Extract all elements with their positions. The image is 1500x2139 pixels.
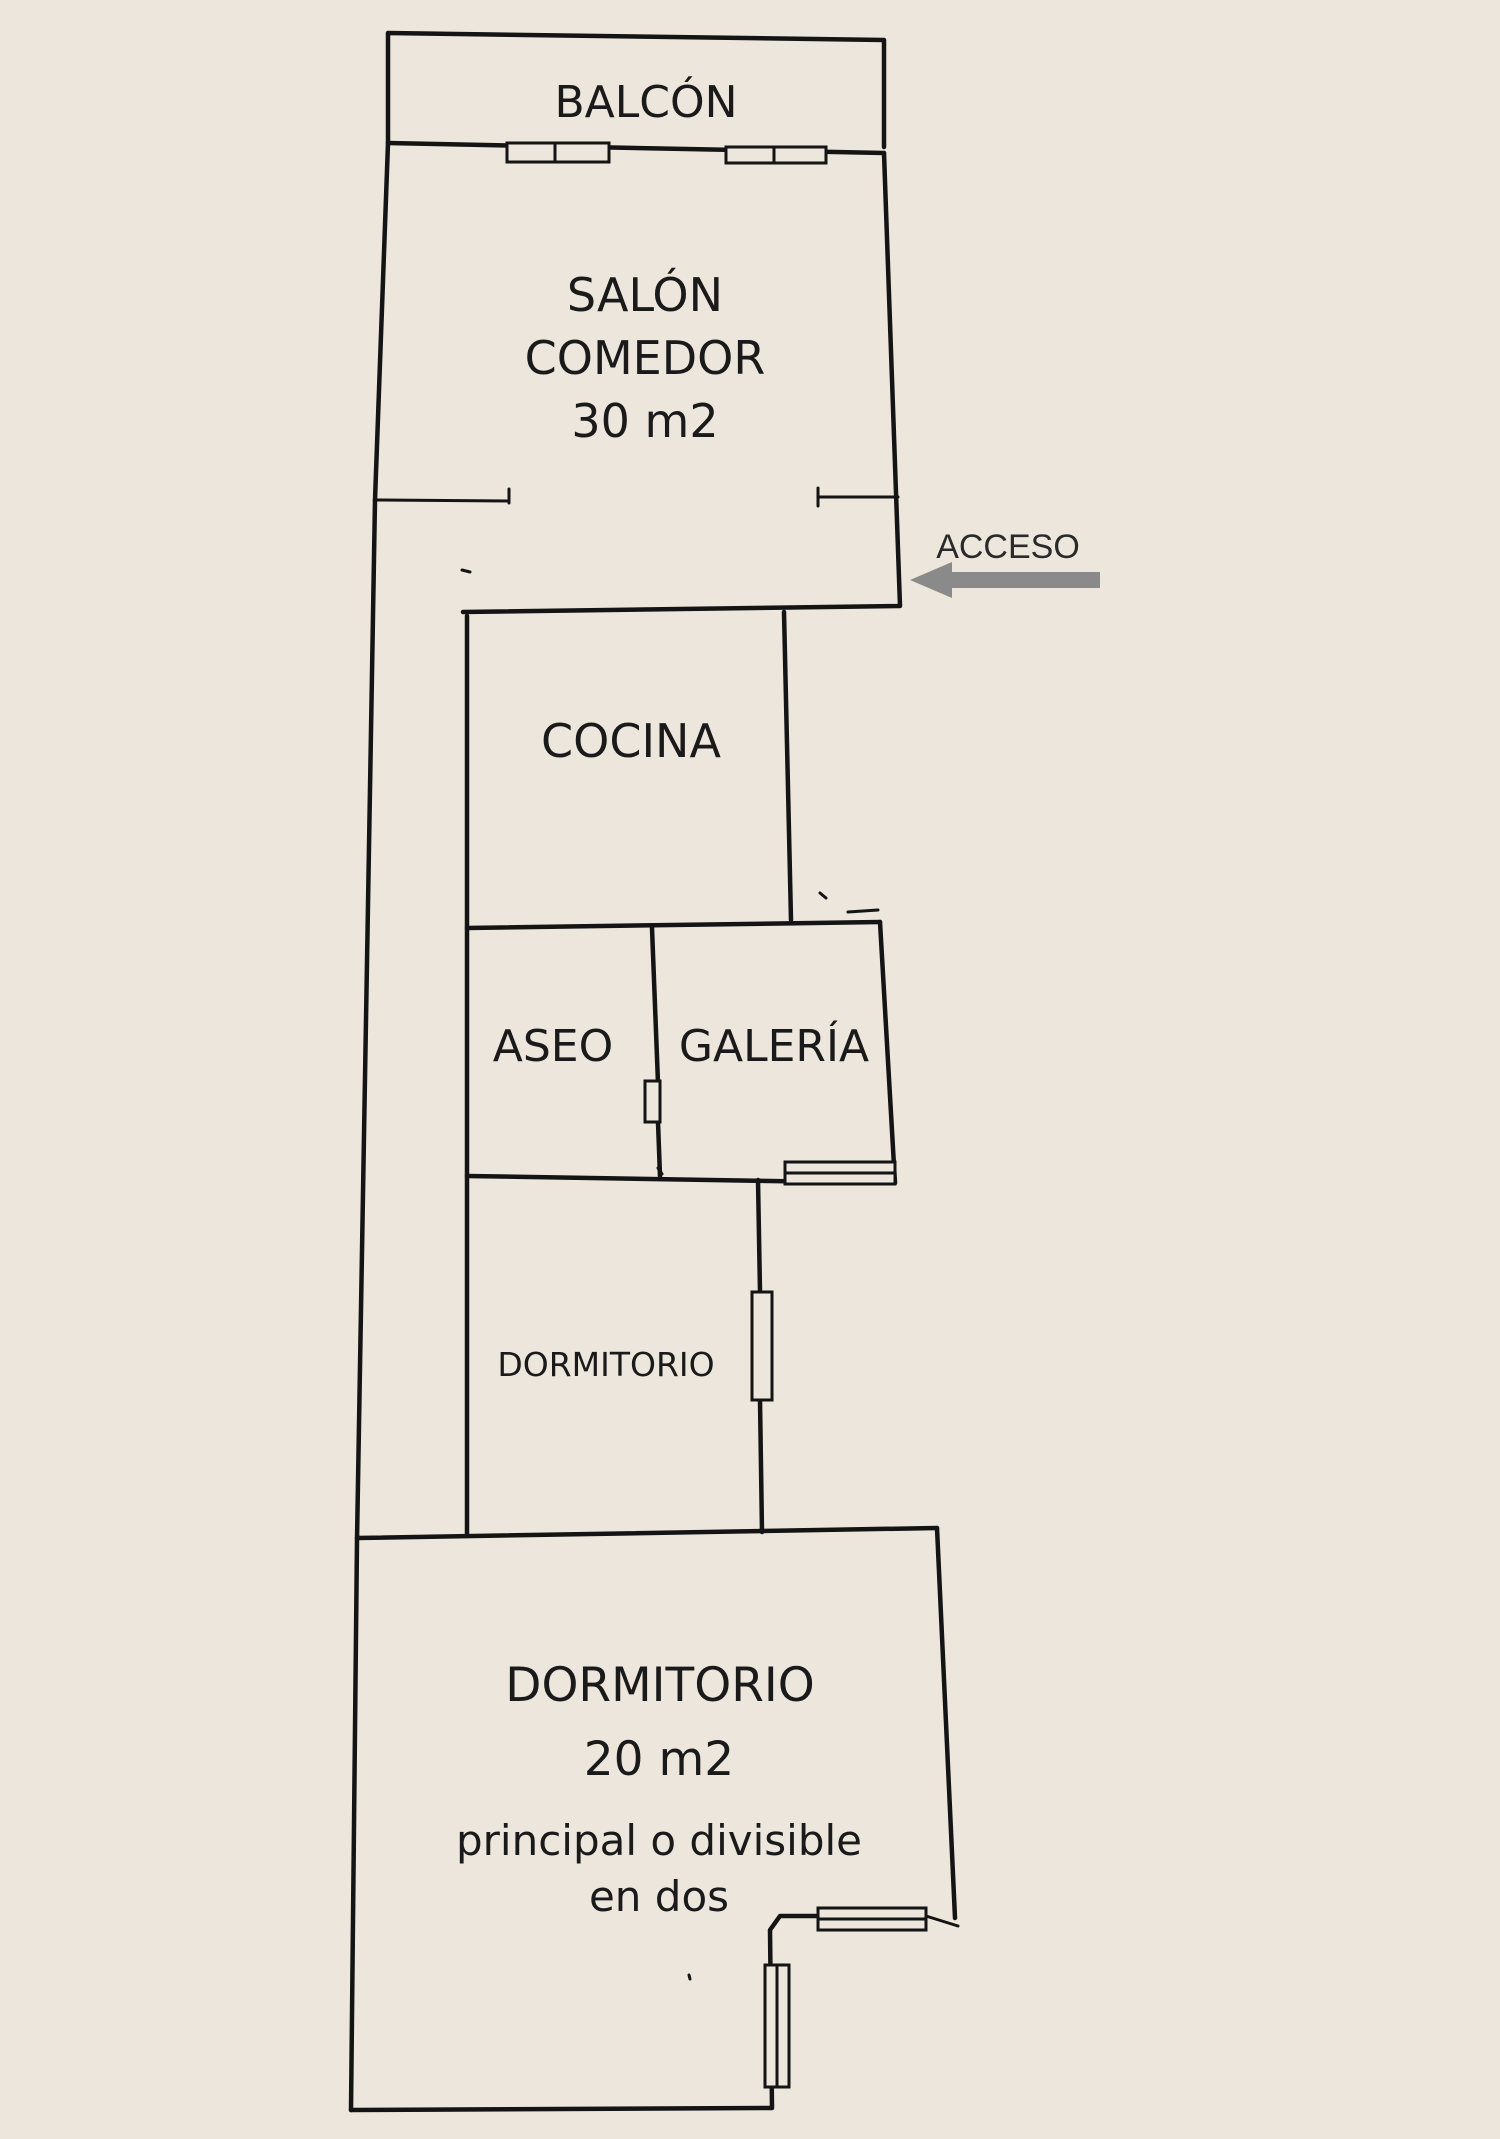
balcony-label: BALCÓN bbox=[554, 75, 737, 128]
room-labels: BALCÓN SALÓN COMEDOR 30 m2 COCINA ASEO G… bbox=[456, 75, 869, 1921]
gallery-window bbox=[783, 1160, 897, 1186]
living-small-mark bbox=[460, 568, 472, 574]
gallery-label: GALERÍA bbox=[679, 1019, 869, 1072]
living-room-area: 30 m2 bbox=[571, 394, 718, 448]
floor-dot-mark bbox=[687, 1973, 692, 1981]
bath-door-tick bbox=[656, 1166, 664, 1176]
living-room-label-line1: SALÓN bbox=[567, 268, 723, 322]
main-bedroom-label: DORMITORIO bbox=[505, 1658, 814, 1713]
main-bedroom-area: 20 m2 bbox=[584, 1732, 734, 1787]
access-marker: ACCESO bbox=[910, 528, 1100, 598]
balcony-door-right bbox=[724, 145, 828, 165]
living-room-walls bbox=[372, 140, 903, 615]
main-bedroom-window-horizontal bbox=[816, 1906, 928, 1932]
small-bedroom-label: DORMITORIO bbox=[497, 1345, 714, 1384]
main-bedroom-window-edge bbox=[924, 1914, 960, 1928]
kitchen-label: COCINA bbox=[541, 714, 721, 768]
living-inner-wall-left bbox=[373, 487, 511, 505]
left-exterior-wall bbox=[348, 497, 378, 2113]
kitchen-bath-separator bbox=[464, 919, 883, 931]
main-bedroom-walls bbox=[348, 1525, 958, 2113]
main-bedroom-window-vertical bbox=[763, 1963, 791, 2089]
kitchen-walls bbox=[464, 609, 794, 1538]
balcony-walls bbox=[385, 30, 887, 150]
living-room-label-line2: COMEDOR bbox=[525, 331, 766, 385]
main-bedroom-note-line1: principal o divisible bbox=[456, 1816, 862, 1865]
main-bedroom-top-wall bbox=[354, 1525, 940, 1541]
access-label: ACCESO bbox=[936, 528, 1080, 566]
kitchen-door-mark bbox=[818, 891, 880, 914]
small-bedroom-door bbox=[750, 1290, 774, 1402]
living-inner-wall-right bbox=[816, 486, 900, 508]
small-bedroom-walls bbox=[755, 1177, 765, 1535]
balcony-door-left bbox=[505, 141, 611, 164]
main-bedroom-note-line2: en dos bbox=[589, 1872, 729, 1921]
left-arrow-icon bbox=[910, 562, 1100, 598]
bathroom-label: ASEO bbox=[493, 1021, 613, 1072]
openings bbox=[505, 141, 928, 2089]
bath-gallery-divider bbox=[649, 925, 663, 1179]
bath-door bbox=[643, 1079, 662, 1124]
